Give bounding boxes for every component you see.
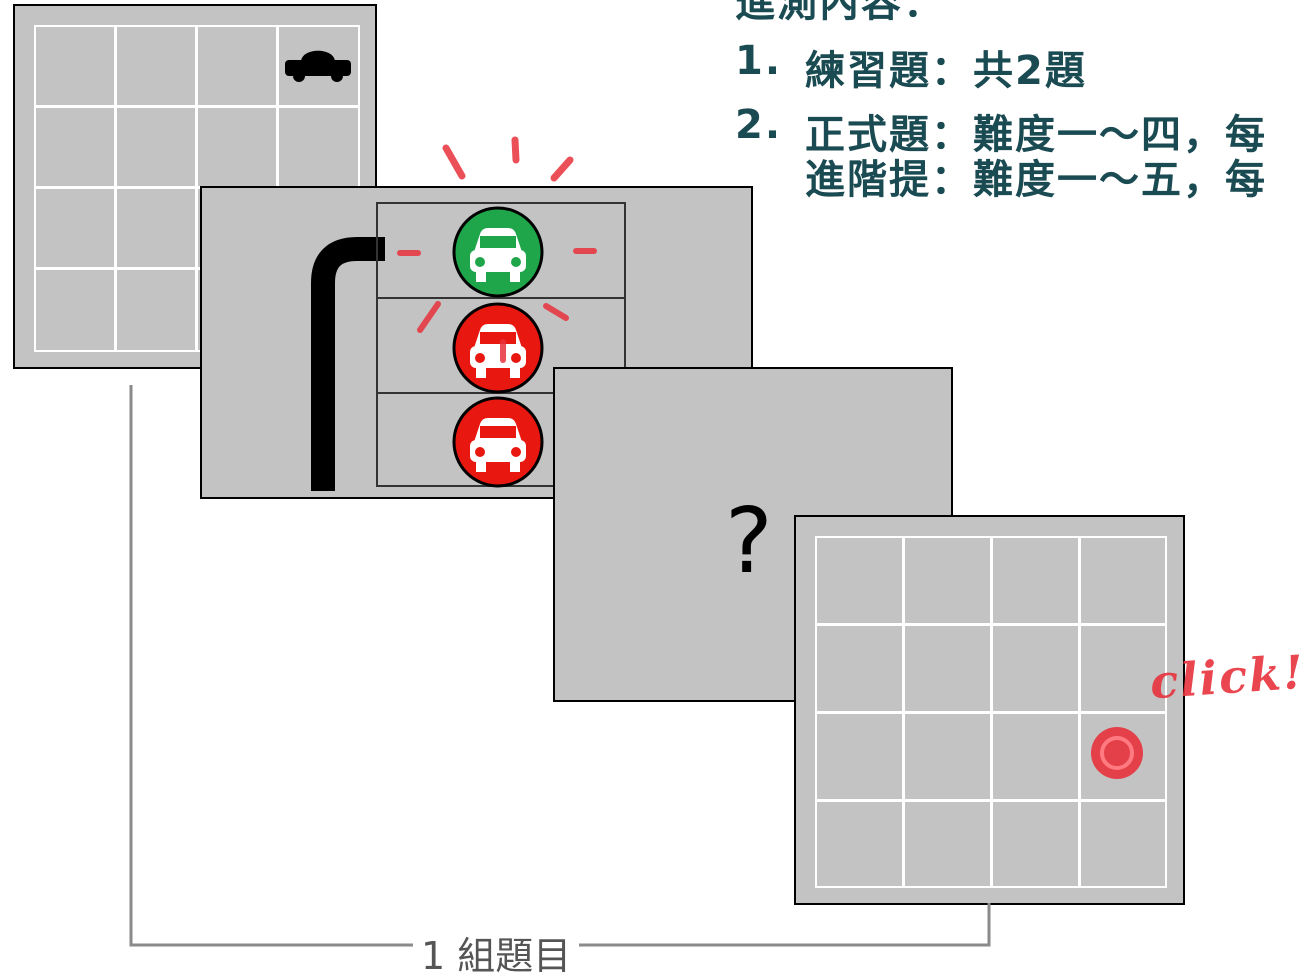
signal-box	[376, 202, 626, 488]
question-mark: ?	[725, 489, 773, 594]
crayon-burst-marks	[442, 136, 574, 182]
car-icon	[285, 50, 351, 82]
click-marker-icon	[1091, 727, 1143, 779]
green-car-signal-icon	[452, 206, 544, 298]
grid-line	[36, 105, 358, 108]
click-annotation: click!	[1148, 644, 1307, 710]
track-icon	[311, 237, 385, 491]
instruction-item-2-number: 2.	[735, 102, 783, 148]
grid-line	[195, 27, 198, 350]
response-grid[interactable]	[815, 536, 1167, 888]
red-car-signal-icon	[452, 302, 544, 394]
signal-divider	[378, 297, 624, 299]
grid-line	[36, 186, 358, 189]
instruction-item-2-line-2: 進階提：難度一～五，每	[805, 157, 1267, 203]
grid-line	[817, 799, 1165, 802]
instruction-item-1: 練習題：共2題	[805, 48, 1087, 94]
grid-line	[817, 623, 1165, 626]
instruction-item-2-line-1: 正式題：難度一～四，每	[805, 112, 1267, 158]
set-label: 1 組題目	[413, 925, 580, 980]
crayon-highlight-marks	[397, 248, 597, 363]
instruction-item-1-number: 1.	[735, 38, 783, 84]
red-car-signal-icon	[452, 396, 544, 488]
instructions-title: 進測內容：	[735, 0, 945, 26]
grid-line	[36, 267, 358, 270]
set-bracket	[129, 385, 991, 947]
grid-line	[817, 711, 1165, 714]
grid-line	[114, 27, 117, 350]
